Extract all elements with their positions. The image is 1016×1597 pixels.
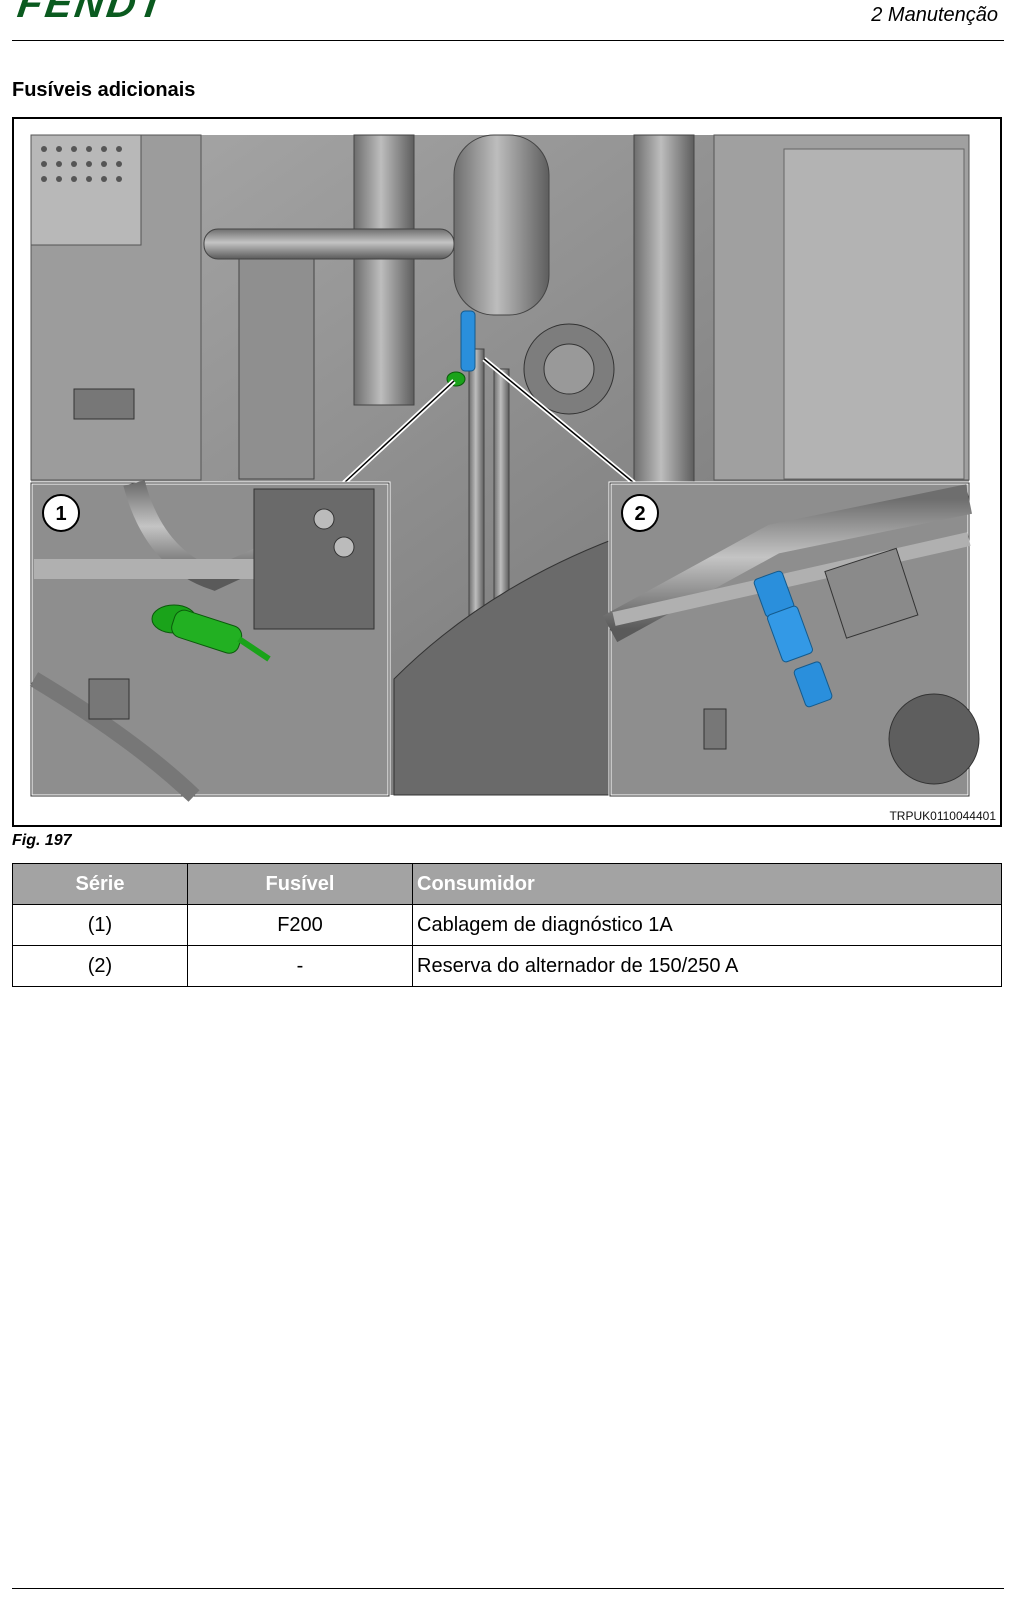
cell-consumidor: Cablagem de diagnóstico 1A <box>412 904 1002 946</box>
header-divider <box>12 40 1004 41</box>
blue-fuse-reserve <box>753 570 833 708</box>
callout-label-1: 1 <box>55 503 66 525</box>
callout-circle-1 <box>42 494 80 532</box>
cell-consumidor: Reserva do alternador de 150/250 A <box>412 945 1002 987</box>
cell-fusivel: - <box>187 945 413 987</box>
fendt-logo: FENDT <box>14 0 170 26</box>
cell-serie: (1) <box>12 904 188 946</box>
engine-figure: 1 2 TRPUK0110044401 <box>12 117 1002 827</box>
table-header-row: Série Fusível Consumidor <box>12 863 1002 905</box>
figure-code: TRPUK0110044401 <box>889 809 996 823</box>
green-fuse-f200 <box>151 604 271 662</box>
callout-label-2: 2 <box>634 503 645 525</box>
column-header-fusivel: Fusível <box>187 863 413 905</box>
cell-fusivel: F200 <box>187 904 413 946</box>
engine-illustration: 1 2 <box>29 134 980 802</box>
inset-detail-1: 1 <box>29 480 391 802</box>
inset-detail-2: 2 <box>602 481 980 798</box>
callout-circle-2 <box>621 494 659 532</box>
fuse-table: Série Fusível Consumidor (1) F200 Cablag… <box>12 863 1002 987</box>
column-header-serie: Série <box>12 863 188 905</box>
table-row: (1) F200 Cablagem de diagnóstico 1A <box>12 904 1002 946</box>
chapter-title: 2 Manutenção <box>871 4 998 26</box>
section-title: Fusíveis adicionais <box>12 79 196 101</box>
footer-divider <box>12 1588 1004 1589</box>
table-row: (2) - Reserva do alternador de 150/250 A <box>12 945 1002 987</box>
figure-caption: Fig. 197 <box>12 832 72 849</box>
cell-serie: (2) <box>12 945 188 987</box>
column-header-consumidor: Consumidor <box>412 863 1002 905</box>
